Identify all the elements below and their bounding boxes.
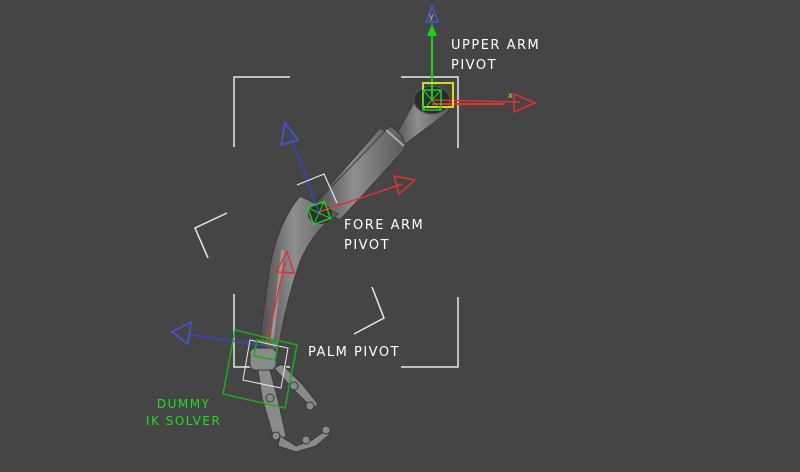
upper-arm-label-line2: PIVOT xyxy=(451,58,498,73)
palm-gizmo-icon[interactable] xyxy=(170,250,296,347)
upper-arm-pivot-label: UPPER ARM PIVOT xyxy=(451,36,540,76)
selection-brackets-forearm xyxy=(194,212,385,335)
palm-pivot-label: PALM PIVOT xyxy=(308,345,401,360)
selection-brackets-outer xyxy=(233,76,459,368)
fore-arm-pivot-label: FORE ARM PIVOT xyxy=(344,216,424,256)
fore-arm-label-line1: FORE ARM xyxy=(344,218,425,233)
dummy-helper-icon[interactable] xyxy=(222,329,298,409)
dummy-ik-solver-label: DUMMY IK SOLVER xyxy=(146,396,221,430)
fore-arm-label-line2: PIVOT xyxy=(344,238,391,253)
dummy-label-line2: IK SOLVER xyxy=(146,414,222,428)
arm-mesh xyxy=(249,85,451,453)
axis-letter-y: y xyxy=(429,12,434,21)
upper-arm-gizmo-icon[interactable]: y x xyxy=(422,3,537,114)
dummy-label-line1: DUMMY xyxy=(156,397,211,411)
axis-letter-x: x xyxy=(508,91,513,100)
upper-arm-label-line1: UPPER ARM xyxy=(451,38,541,53)
hand-mesh xyxy=(249,347,331,453)
fore-arm-gizmo-icon[interactable] xyxy=(280,121,417,226)
